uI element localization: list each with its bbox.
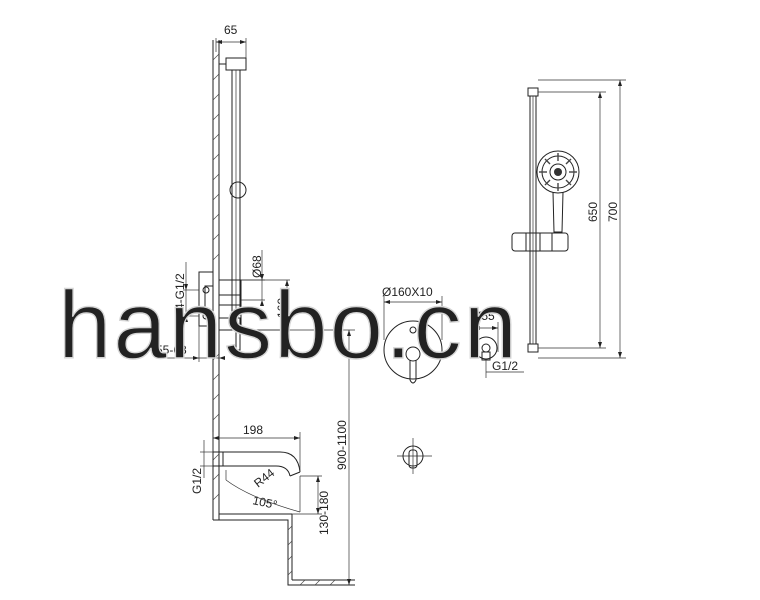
spout-radius-label: R44 <box>251 466 277 491</box>
handshower-head <box>536 150 580 194</box>
spout-height-dimension: 130-180 <box>292 475 331 535</box>
spout-thread-dimension: G1/2 <box>190 440 213 494</box>
valve-side-view <box>198 271 242 351</box>
outlet-diameter-label: Ø55 <box>472 309 495 323</box>
shower-rail-front <box>511 87 580 353</box>
rail-side-view <box>219 57 247 316</box>
inlet-thread-dimension: 4-G1/2 <box>173 262 199 322</box>
spout-side-view <box>212 451 301 513</box>
rail-offset-dimension: 65 <box>215 23 247 58</box>
install-height-label: 900-1100 <box>335 420 349 470</box>
rail-outer-length-label: 700 <box>606 202 620 222</box>
slider-diameter-label: Ø68 <box>250 255 264 278</box>
spout-length-label: 198 <box>243 423 263 437</box>
plate-size-label: Ø160X10 <box>382 285 433 299</box>
valve-plate-front: Ø160X10 <box>382 285 443 384</box>
spout-angle-label: 105° <box>251 493 278 512</box>
install-height-dimension: 900-1100 <box>241 329 355 585</box>
spout-thread-label: G1/2 <box>190 468 204 494</box>
wall-depth-dimension: 55-68 <box>156 326 225 362</box>
inlet-thread-label: 4-G1/2 <box>173 273 187 310</box>
wall-outlet-front: Ø55 G1/2 <box>472 309 524 378</box>
outlet-thread-label: G1/2 <box>492 359 518 373</box>
rail-outer-length-dimension: 700 <box>538 79 626 359</box>
spout-height-label: 130-180 <box>317 491 331 535</box>
wall-depth-label: 55-68 <box>156 343 187 357</box>
watermark: hansbo.cn <box>58 272 519 379</box>
rail-inner-length-label: 650 <box>586 202 600 222</box>
rail-offset-label: 65 <box>224 23 238 37</box>
spout-length-dimension: 198 <box>212 423 301 472</box>
valve-height-label: 160 <box>275 298 289 318</box>
rail-inner-length-dimension: 650 <box>538 91 606 349</box>
spout-front-view <box>397 438 432 474</box>
